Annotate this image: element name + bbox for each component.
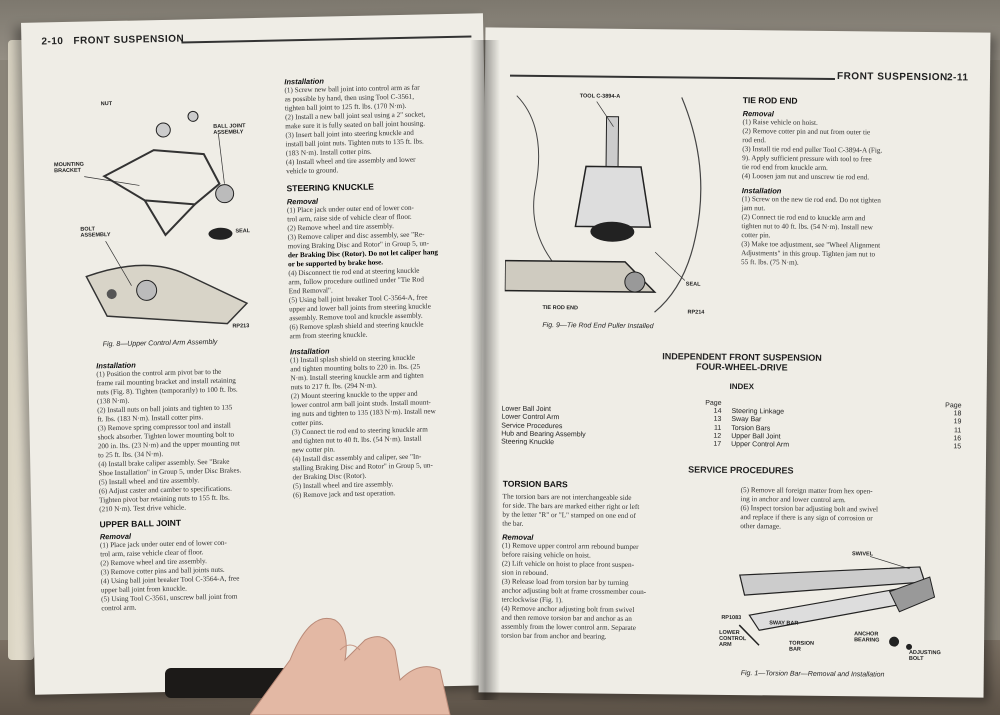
- label-anchor-bearing: ANCHOR BEARING: [854, 631, 880, 644]
- index-page: 16: [953, 435, 962, 443]
- text-line: the bar.: [502, 519, 524, 528]
- page-number-right: 2-11: [946, 72, 969, 84]
- label-mounting-bracket: MOUNTING BRACKET: [53, 161, 85, 175]
- header-rule-left: [181, 35, 472, 44]
- label-nut: NUT: [100, 101, 113, 108]
- index-page: 12: [713, 432, 722, 440]
- section-title-right: FRONT SUSPENSION: [836, 71, 948, 84]
- page-label: Page: [945, 402, 962, 410]
- text-line: other damage.: [740, 522, 782, 531]
- label-adjusting-bolt: ADJUSTING BOLT: [908, 649, 941, 662]
- ifs-title-line-2: FOUR-WHEEL-DRIVE: [696, 361, 788, 373]
- index-page: 14: [713, 407, 722, 416]
- index-item: Steering Knuckle: [501, 438, 555, 447]
- hand: [250, 618, 451, 715]
- index-page: 15: [953, 443, 962, 451]
- upper-ball-joint-heading: UPPER BALL JOINT: [99, 517, 182, 530]
- section-title-left: FRONT SUSPENSION: [73, 33, 185, 47]
- text-column-2: Installation (1) Screw new ball joint in…: [284, 73, 485, 500]
- installation-column-1: Installation (1) Position the control ar…: [96, 358, 286, 614]
- index-page: 11: [953, 426, 962, 434]
- label-seal-left: SEAL: [235, 228, 251, 235]
- index-page: 19: [953, 418, 962, 426]
- label-lower-control-arm: LOWER CONTROL ARM: [719, 629, 747, 648]
- torsion-bars-section: TORSION BARS The torsion bars are not in…: [501, 478, 733, 643]
- label-rp1083: RP1083: [721, 614, 742, 622]
- text-line: 55 ft. lbs. (75 N·m).: [741, 258, 799, 267]
- torsion-bars-heading: TORSION BARS: [502, 478, 568, 490]
- label-tie-rod-end: TIE ROD END: [542, 304, 579, 312]
- index-item: Upper Control Arm: [731, 440, 790, 449]
- index-page: 11: [713, 424, 722, 432]
- tie-rod-end-heading: TIE ROD END: [742, 95, 798, 106]
- label-sway-bar: SWAY BAR: [769, 620, 799, 627]
- index-entry[interactable]: Upper Control Arm 15: [731, 441, 961, 452]
- figure-8-caption: Fig. 8—Upper Control Arm Assembly: [102, 338, 218, 349]
- label-bolt-assembly: BOLT ASSEMBLY: [80, 226, 111, 239]
- index-entry[interactable]: Steering Knuckle 17: [501, 439, 721, 450]
- label-rp214: RP214: [687, 309, 705, 316]
- index-page: 18: [953, 410, 962, 418]
- figure-1-caption: Fig. 1—Torsion Bar—Removal and Installat…: [740, 670, 885, 679]
- figure-9-illustration: [504, 85, 722, 318]
- torsion-bars-col-2: (5) Remove all foreign matter from hex o…: [740, 486, 975, 533]
- service-procedures-heading: SERVICE PROCEDURES: [688, 464, 794, 476]
- label-torsion-bar: TORSION BAR: [788, 640, 815, 653]
- label-tool-c3894a: TOOL C-3894-A: [579, 93, 621, 100]
- ifs-title: INDEPENDENT FRONT SUSPENSION FOUR-WHEEL-…: [582, 350, 902, 373]
- index-page: 13: [713, 416, 722, 424]
- text-line: (4) Loosen jam nut and unscrew tie rod e…: [741, 172, 870, 182]
- figure-1-illustration: [718, 544, 941, 668]
- label-seal-right: SEAL: [685, 281, 701, 288]
- header-rule-right: [509, 74, 835, 80]
- index-page: 17: [713, 440, 722, 448]
- label-swivel: SWIVEL: [851, 551, 874, 558]
- text-line: torsion bar from anchor and bearing.: [501, 631, 607, 641]
- tie-rod-end-section: TIE ROD END Removal (1) Raise vehicle on…: [741, 95, 978, 269]
- index-title: INDEX: [729, 381, 755, 392]
- label-ball-joint-assembly: BALL JOINT ASSEMBLY: [213, 123, 246, 136]
- right-page: FRONT SUSPENSION 2-11 TOOL C-3894-A SEAL…: [478, 27, 991, 698]
- figure-9-caption: Fig. 9—Tie Rod End Puller Installed: [542, 321, 654, 331]
- index-item: Sway Bar: [731, 416, 762, 424]
- book-gutter: [470, 40, 500, 700]
- page-label: Page: [705, 399, 722, 407]
- page-number-left: 2-10: [41, 36, 64, 48]
- left-page: 2-10 FRONT SUSPENSION NUT BALL JOINT ASS…: [21, 13, 497, 695]
- figure-8-illustration: [42, 72, 273, 338]
- steering-knuckle-heading: STEERING KNUCKLE: [286, 181, 374, 194]
- label-rp213: RP213: [232, 323, 250, 330]
